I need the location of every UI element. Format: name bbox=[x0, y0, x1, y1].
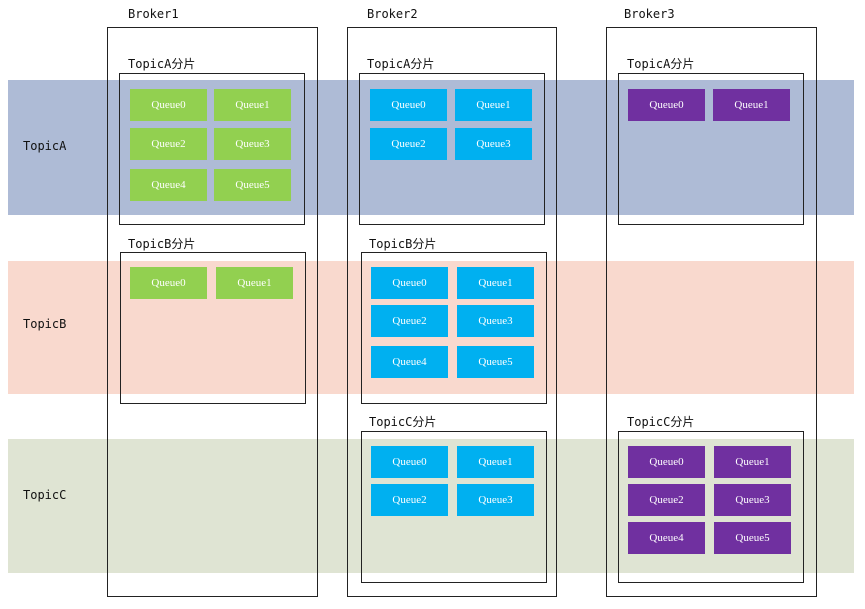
band-label-topicb: TopicB bbox=[23, 317, 67, 331]
queue-chip: Queue3 bbox=[457, 484, 534, 516]
broker1-shard-topicb bbox=[120, 252, 306, 404]
broker1-shard-topica bbox=[119, 73, 305, 225]
queue-chip: Queue0 bbox=[628, 446, 705, 478]
broker1-shard-topicb-title: TopicB分片 bbox=[128, 237, 196, 251]
queue-chip: Queue1 bbox=[457, 446, 534, 478]
queue-chip: Queue4 bbox=[130, 169, 207, 201]
queue-chip: Queue2 bbox=[371, 484, 448, 516]
queue-chip: Queue1 bbox=[457, 267, 534, 299]
broker3-shard-topicc-title: TopicC分片 bbox=[627, 415, 695, 429]
broker2-box bbox=[347, 27, 557, 597]
queue-chip: Queue1 bbox=[714, 446, 791, 478]
broker3-shard-topicc bbox=[618, 431, 804, 583]
queue-chip: Queue1 bbox=[455, 89, 532, 121]
queue-chip: Queue0 bbox=[130, 267, 207, 299]
queue-chip: Queue4 bbox=[628, 522, 705, 554]
queue-chip: Queue2 bbox=[370, 128, 447, 160]
queue-chip: Queue1 bbox=[216, 267, 293, 299]
broker2-shard-topica-title: TopicA分片 bbox=[367, 57, 435, 71]
broker1-shard-topica-title: TopicA分片 bbox=[128, 57, 196, 71]
broker3-shard-topica bbox=[618, 73, 804, 225]
queue-chip: Queue3 bbox=[455, 128, 532, 160]
queue-chip: Queue5 bbox=[714, 522, 791, 554]
broker1-title: Broker1 bbox=[128, 7, 179, 21]
broker1-box bbox=[107, 27, 318, 597]
queue-chip: Queue2 bbox=[371, 305, 448, 337]
broker2-shard-topicb bbox=[361, 252, 547, 404]
queue-chip: Queue2 bbox=[628, 484, 705, 516]
queue-chip: Queue3 bbox=[714, 484, 791, 516]
queue-chip: Queue0 bbox=[370, 89, 447, 121]
queue-chip: Queue4 bbox=[371, 346, 448, 378]
queue-chip: Queue3 bbox=[457, 305, 534, 337]
queue-chip: Queue0 bbox=[371, 446, 448, 478]
queue-chip: Queue3 bbox=[214, 128, 291, 160]
queue-chip: Queue1 bbox=[713, 89, 790, 121]
broker2-shard-topicc-title: TopicC分片 bbox=[369, 415, 437, 429]
queue-chip: Queue5 bbox=[457, 346, 534, 378]
queue-chip: Queue5 bbox=[214, 169, 291, 201]
broker2-shard-topicc bbox=[361, 431, 547, 583]
broker2-shard-topicb-title: TopicB分片 bbox=[369, 237, 437, 251]
band-label-topicc: TopicC bbox=[23, 488, 67, 502]
queue-chip: Queue0 bbox=[628, 89, 705, 121]
queue-chip: Queue1 bbox=[214, 89, 291, 121]
broker2-title: Broker2 bbox=[367, 7, 418, 21]
band-label-topica: TopicA bbox=[23, 139, 67, 153]
queue-chip: Queue0 bbox=[371, 267, 448, 299]
broker3-box bbox=[606, 27, 817, 597]
queue-chip: Queue0 bbox=[130, 89, 207, 121]
queue-chip: Queue2 bbox=[130, 128, 207, 160]
broker3-shard-topica-title: TopicA分片 bbox=[627, 57, 695, 71]
broker2-shard-topica bbox=[359, 73, 545, 225]
broker3-title: Broker3 bbox=[624, 7, 675, 21]
